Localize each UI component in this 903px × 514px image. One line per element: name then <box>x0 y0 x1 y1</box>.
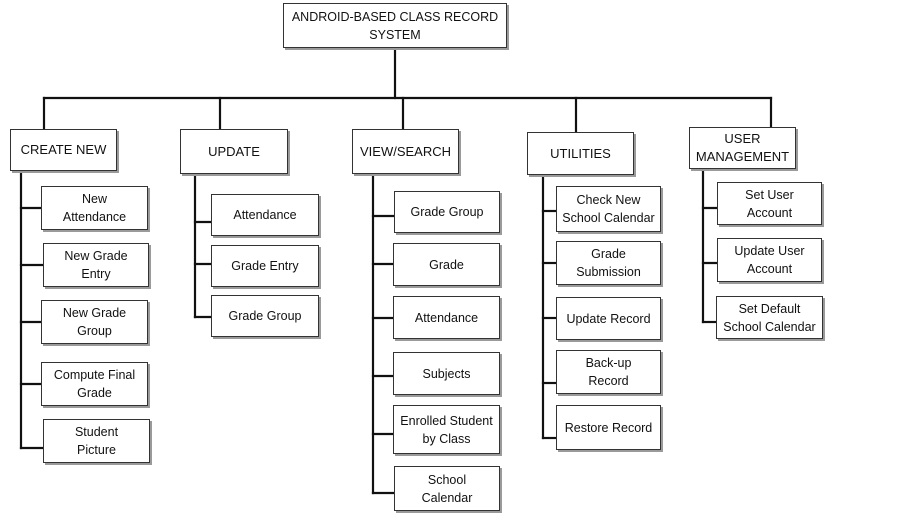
node-set-default-school-calendar: Set Default School Calendar <box>716 296 823 339</box>
node-new-grade-group: New Grade Group <box>41 300 148 344</box>
node-view-subjects: Subjects <box>393 352 500 395</box>
node-view-school-calendar: School Calendar <box>394 466 500 511</box>
category-view-search: VIEW/SEARCH <box>352 129 459 174</box>
node-check-new-school-calendar: Check New School Calendar <box>556 186 661 232</box>
node-update-record: Update Record <box>556 297 661 340</box>
category-utilities: UTILITIES <box>527 132 634 175</box>
node-update-grade-group: Grade Group <box>211 295 319 337</box>
category-create-new: CREATE NEW <box>10 129 117 171</box>
node-update-user-account: Update User Account <box>717 238 822 282</box>
node-view-grade: Grade <box>393 243 500 286</box>
node-new-attendance: New Attendance <box>41 186 148 230</box>
node-update-grade-entry: Grade Entry <box>211 245 319 287</box>
node-student-picture: Student Picture <box>43 419 150 463</box>
node-view-attendance: Attendance <box>393 296 500 339</box>
category-user-management: USER MANAGEMENT <box>689 127 796 169</box>
node-view-enrolled-student: Enrolled Student by Class <box>393 405 500 454</box>
node-view-grade-group: Grade Group <box>394 191 500 233</box>
category-update: UPDATE <box>180 129 288 174</box>
node-grade-submission: Grade Submission <box>556 241 661 285</box>
node-restore-record: Restore Record <box>556 405 661 450</box>
root-node: ANDROID-BASED CLASS RECORD SYSTEM <box>283 3 507 48</box>
node-new-grade-entry: New Grade Entry <box>43 243 149 287</box>
node-compute-final-grade: Compute Final Grade <box>41 362 148 406</box>
node-backup-record: Back-up Record <box>556 350 661 394</box>
node-set-user-account: Set User Account <box>717 182 822 225</box>
node-update-attendance: Attendance <box>211 194 319 236</box>
